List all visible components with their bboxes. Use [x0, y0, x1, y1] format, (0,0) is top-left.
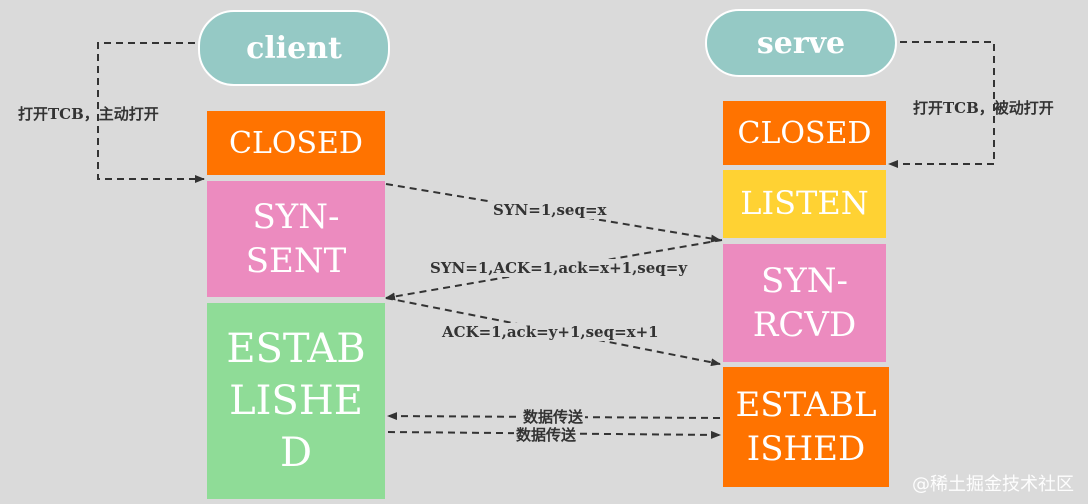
client-established-label-2: LISHE — [229, 378, 363, 424]
client-state-closed: CLOSED — [207, 111, 385, 175]
server-state-listen: LISTEN — [723, 170, 886, 238]
server-open-note: 打开TCB，被动打开 — [913, 99, 1054, 117]
client-open-loop — [97, 42, 205, 183]
client-closed-label: CLOSED — [229, 125, 363, 161]
syn-ack-message-label: SYN=1,ACK=1,ack=x+1,seq=y — [428, 259, 690, 277]
client-syn-sent-label-1: SYN- — [252, 196, 340, 237]
server-established-label-1: ESTABL — [735, 384, 877, 425]
client-open-note: 打开TCB，主动打开 — [18, 105, 159, 123]
client-state-syn-sent: SYN- SENT — [207, 181, 385, 297]
ack-message-label: ACK=1,ack=y+1,seq=x+1 — [440, 323, 661, 341]
client-title: client — [246, 30, 342, 66]
server-listen-label: LISTEN — [740, 184, 869, 223]
data-to-client-label: 数据传送 — [521, 406, 586, 427]
server-syn-rcvd-label-2: RCVD — [752, 305, 857, 345]
server-state-syn-rcvd: SYN- RCVD — [723, 244, 886, 362]
server-title: serve — [756, 25, 846, 61]
server-pill: serve — [705, 9, 897, 77]
data-to-server-label: 数据传送 — [514, 424, 579, 445]
client-syn-sent-label-2: SENT — [245, 241, 347, 281]
server-open-loop — [888, 41, 995, 168]
server-established-label-2: ISHED — [746, 429, 866, 469]
client-established-label-1: ESTAB — [226, 326, 366, 372]
data-to-client-arrow — [387, 412, 721, 421]
client-state-established: ESTAB LISHE D — [207, 303, 385, 499]
server-state-established: ESTABL ISHED — [723, 367, 889, 487]
client-pill: client — [198, 10, 390, 86]
watermark: @稀土掘金技术社区 — [912, 474, 1074, 495]
syn-message-label: SYN=1,seq=x — [491, 201, 609, 219]
server-syn-rcvd-label-1: SYN- — [761, 260, 848, 301]
data-to-server-arrow — [387, 430, 721, 439]
client-established-label-3: D — [279, 430, 313, 476]
server-closed-label: CLOSED — [737, 115, 872, 151]
server-state-closed: CLOSED — [723, 101, 886, 165]
